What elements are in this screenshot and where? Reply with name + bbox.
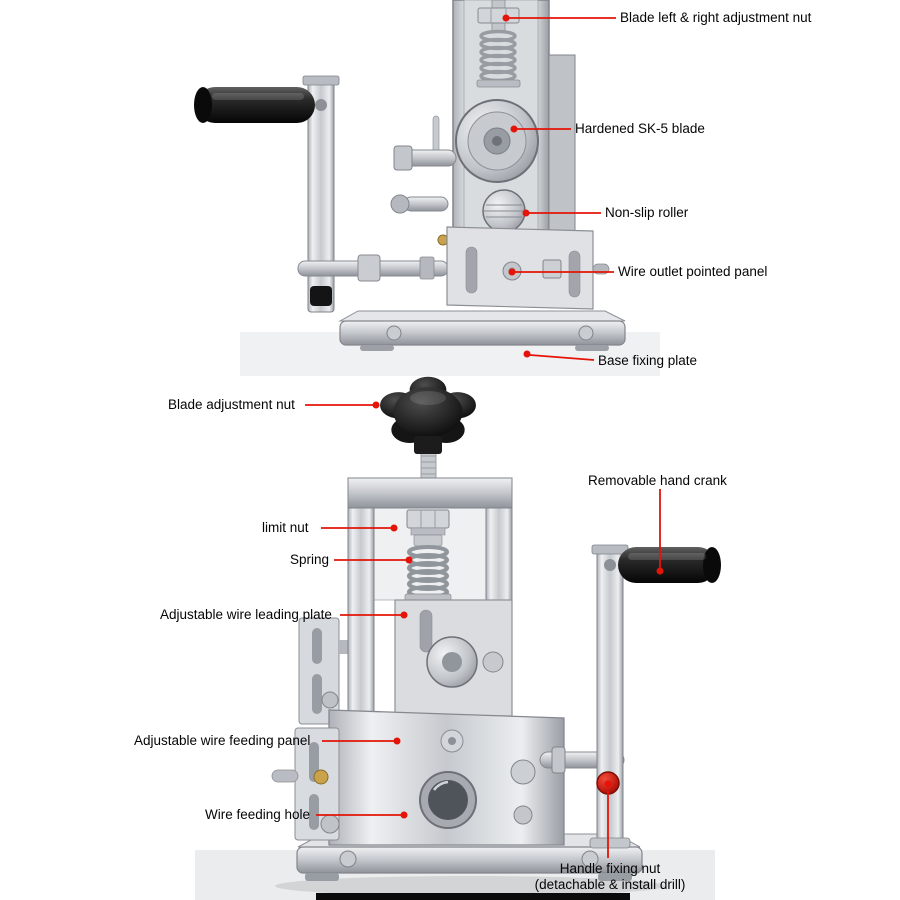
label-spring: Spring	[290, 552, 330, 567]
top-blade-drum	[455, 99, 539, 183]
label-adjustable-wire-leading-plate: Adjustable wire leading plate	[160, 607, 332, 622]
top-machine	[194, 0, 660, 376]
label-handle-fixing-nut-line1: Handle fixing nut	[559, 861, 661, 876]
bottom-blade-adjustment-knob	[380, 376, 476, 454]
bottom-machine	[195, 376, 721, 900]
label-removable-hand-crank: Removable hand crank	[588, 473, 727, 488]
bottom-wire-leading-plate	[394, 599, 513, 717]
bottom-left-bracket	[298, 617, 351, 725]
bottom-handle-fixing-nut	[596, 771, 620, 795]
label-hardened-sk5-blade: Hardened SK-5 blade	[575, 121, 705, 136]
top-adjustment-nut-and-spring	[476, 0, 521, 88]
label-adjustable-wire-feeding-panel: Adjustable wire feeding panel	[134, 733, 311, 748]
top-non-slip-roller	[482, 189, 526, 233]
bottom-limit-nut-and-spring	[404, 509, 452, 603]
label-wire-outlet-pointed-panel: Wire outlet pointed panel	[618, 264, 768, 279]
bottom-hand-crank	[589, 544, 721, 849]
bottom-black-strip	[316, 893, 630, 900]
top-crank-shaft	[297, 254, 449, 282]
label-non-slip-roller: Non-slip roller	[605, 205, 689, 220]
label-base-fixing-plate: Base fixing plate	[598, 353, 698, 368]
top-side-bolts	[390, 115, 457, 257]
label-handle-fixing-nut: Handle fixing nut (detachable & install …	[518, 861, 702, 893]
label-blade-lr-adjustment-nut: Blade left & right adjustment nut	[620, 10, 812, 25]
top-wire-outlet-panel	[446, 226, 610, 310]
label-limit-nut: limit nut	[262, 520, 309, 535]
label-blade-adjustment-nut: Blade adjustment nut	[168, 397, 295, 412]
bottom-wire-feeding-panel	[271, 709, 565, 846]
top-base-plate	[338, 310, 626, 351]
label-wire-feeding-hole: Wire feeding hole	[205, 807, 311, 822]
top-hand-crank	[194, 75, 340, 313]
label-handle-fixing-nut-line2: (detachable & install drill)	[534, 877, 686, 892]
